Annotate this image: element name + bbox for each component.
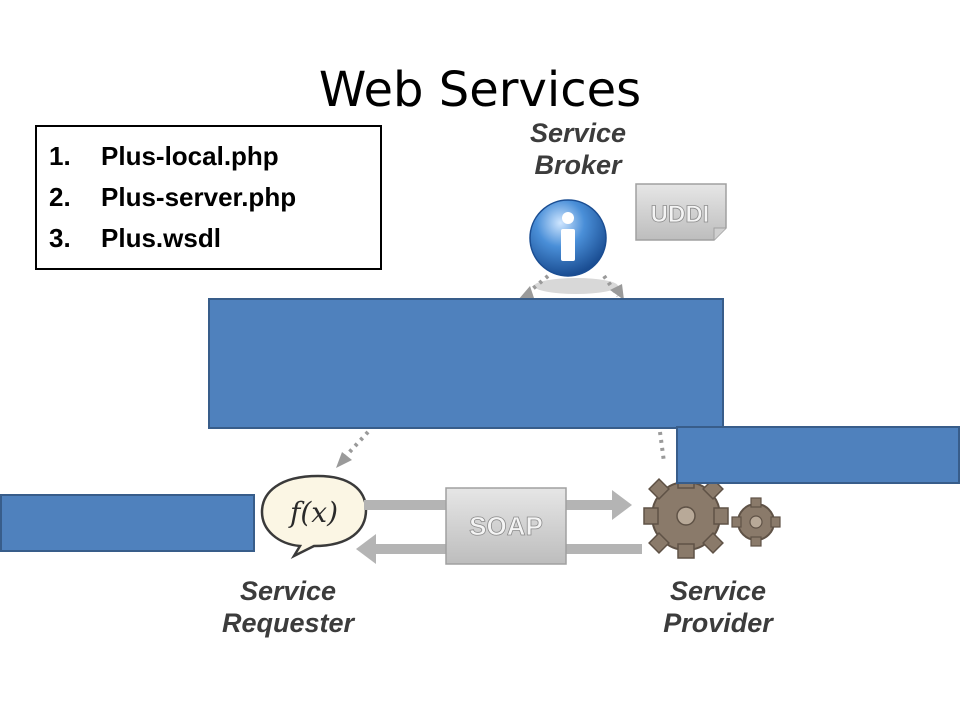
soap-arrows xyxy=(356,490,642,564)
overlay-box-right xyxy=(676,426,960,484)
gear-icon xyxy=(643,473,729,559)
overlay-box-center xyxy=(208,298,724,429)
list-item: 3.Plus.wsdl xyxy=(49,223,221,253)
arrow-head xyxy=(336,452,352,468)
list-item: 1.Plus-local.php xyxy=(49,141,279,171)
list-item: 2.Plus-server.php xyxy=(49,182,297,212)
function-bubble-icon: f(x) xyxy=(260,474,368,560)
slide-title: Web Services xyxy=(318,62,642,118)
requester-label-line2: Requester xyxy=(222,608,356,638)
overlay-box-left xyxy=(0,494,255,552)
broker-label-line1: Service xyxy=(530,118,626,148)
small-gear-icon xyxy=(731,497,781,547)
provider-label-line2: Provider xyxy=(663,608,774,638)
arrow-head xyxy=(518,286,534,300)
broker-label-line2: Broker xyxy=(534,150,623,180)
soap-box: SOAP xyxy=(445,487,567,565)
arrow-head xyxy=(610,284,624,300)
requester-label-line1: Service xyxy=(240,576,336,606)
function-glyph: f(x) xyxy=(288,496,338,529)
info-icon xyxy=(529,199,618,294)
provider-label-line1: Service xyxy=(670,576,766,606)
soap-label: SOAP xyxy=(469,511,543,541)
uddi-label: UDDI xyxy=(651,201,710,228)
uddi-document-icon: UDDI xyxy=(635,183,727,241)
file-list-box: 1.Plus-local.php 2.Plus-server.php 3.Plu… xyxy=(35,125,382,270)
